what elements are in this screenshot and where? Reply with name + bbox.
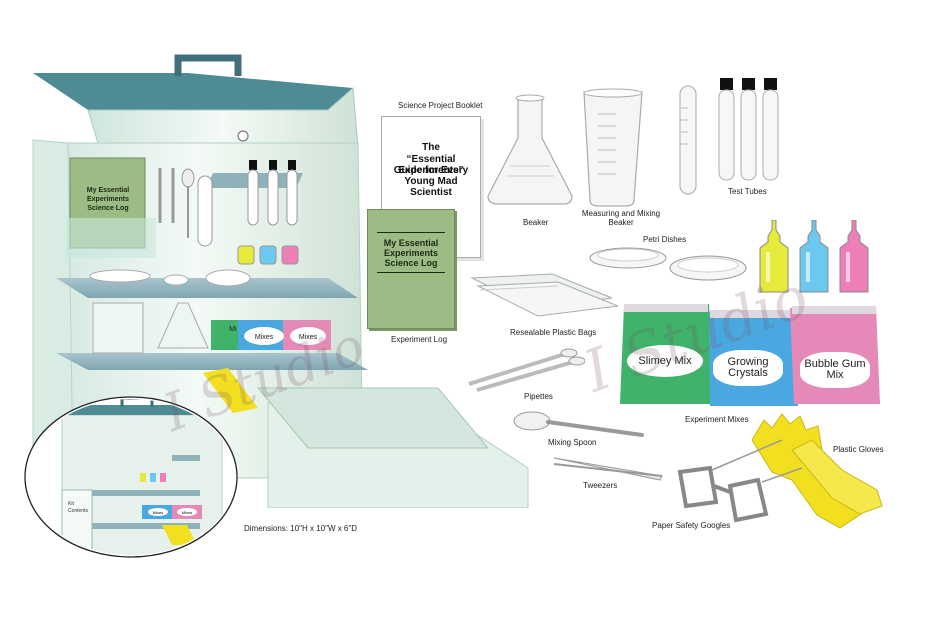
booklet-title-line4: Young Mad: [404, 176, 458, 187]
plastic-bags-label: Resealable Plastic Bags: [510, 328, 597, 337]
experiment-log-book: My Essential Experiments Science Log: [367, 209, 455, 329]
case-log-title-line1: My Essential: [87, 187, 129, 194]
mixing-spoon-label: Mixing Spoon: [548, 438, 597, 447]
case-mix-label-3: Mi: [229, 326, 237, 333]
pipettes: [468, 348, 585, 392]
dropper-bottles: [759, 220, 869, 293]
experiment-mixes-label: Experiment Mixes: [685, 415, 749, 424]
gloves-and-goggles: [677, 413, 883, 529]
booklet-title-line2: “Essential Experiments”: [398, 154, 464, 176]
inset-mix-label-2: Mixes: [182, 510, 192, 515]
dimensions-label: Dimensions: 10"H x 10"W x 6"D: [244, 524, 357, 533]
mix-label-slimey: Slimey Mix: [627, 345, 703, 377]
mixing-spoon: [513, 411, 644, 437]
case-log-title-line3: Science Log: [87, 205, 128, 212]
glassware-illustrations: [487, 78, 779, 207]
mix-label-bubble-gum: Bubble Gum Mix: [800, 352, 870, 388]
booklet-title-line1: The: [422, 142, 440, 153]
plastic-gloves-label: Plastic Gloves: [833, 445, 884, 454]
case-mix-label-1: Mixes: [255, 334, 274, 341]
test-tubes-label: Test Tubes: [728, 187, 767, 196]
petri-dishes: [589, 247, 747, 281]
case-log-title-line2: Experiments: [87, 196, 129, 203]
booklet-title-line3: Guide for Every: [393, 165, 469, 176]
inset-kit-text-2: Contents: [68, 508, 89, 514]
inset-kit-text-1: Kit: [68, 501, 74, 507]
booklet-title-line5: Scientist: [410, 187, 452, 198]
experiment-log-label: Experiment Log: [391, 335, 448, 344]
petri-dishes-label: Petri Dishes: [643, 235, 687, 244]
log-title-line2: Experiments: [383, 248, 439, 258]
mix-label-crystals: Growing Crystals: [713, 350, 783, 386]
pipettes-label: Pipettes: [524, 392, 553, 401]
inset-kit-preview: Mixes Mixes Kit Contents: [24, 396, 238, 558]
booklet-label: Science Project Booklet: [398, 101, 483, 110]
goggles-label: Paper Safety Googles: [652, 521, 731, 530]
resealable-bags: [470, 273, 619, 317]
log-title-line3: Science Log: [384, 258, 438, 268]
tweezers-label: Tweezers: [583, 481, 618, 490]
log-title-line1: My Essential: [383, 238, 439, 248]
measuring-beaker-label: Measuring and Mixing Beaker: [581, 209, 661, 227]
inset-mix-label-1: Mixes: [153, 510, 163, 515]
beaker-label: Beaker: [523, 218, 549, 227]
case-mix-label-2: Mixes: [299, 334, 318, 341]
tweezers: [553, 457, 663, 481]
